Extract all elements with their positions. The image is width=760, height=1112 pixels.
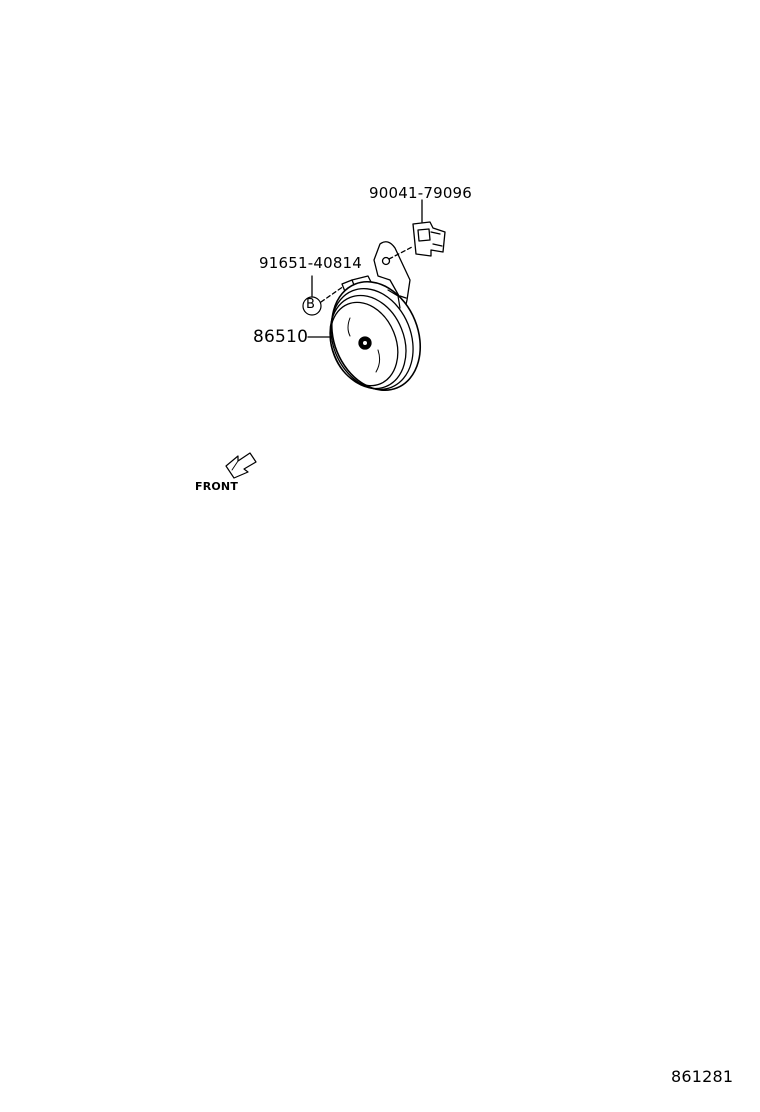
bolt-line: [320, 285, 345, 303]
callout-letter-b: B: [306, 297, 316, 312]
part-number-clip: 90041-79096: [369, 184, 473, 202]
callout-circle-b: [302, 296, 322, 316]
part-number-bolt: 91651-40814: [259, 254, 363, 272]
front-arrow-icon: [225, 452, 257, 479]
fastening-line: [388, 246, 413, 260]
horn-body: [329, 280, 422, 392]
figure-number: 861281: [671, 1067, 734, 1086]
part-number-horn: 86510: [253, 327, 309, 347]
clip-nut: [412, 221, 446, 257]
front-label: FRONT: [195, 480, 239, 493]
